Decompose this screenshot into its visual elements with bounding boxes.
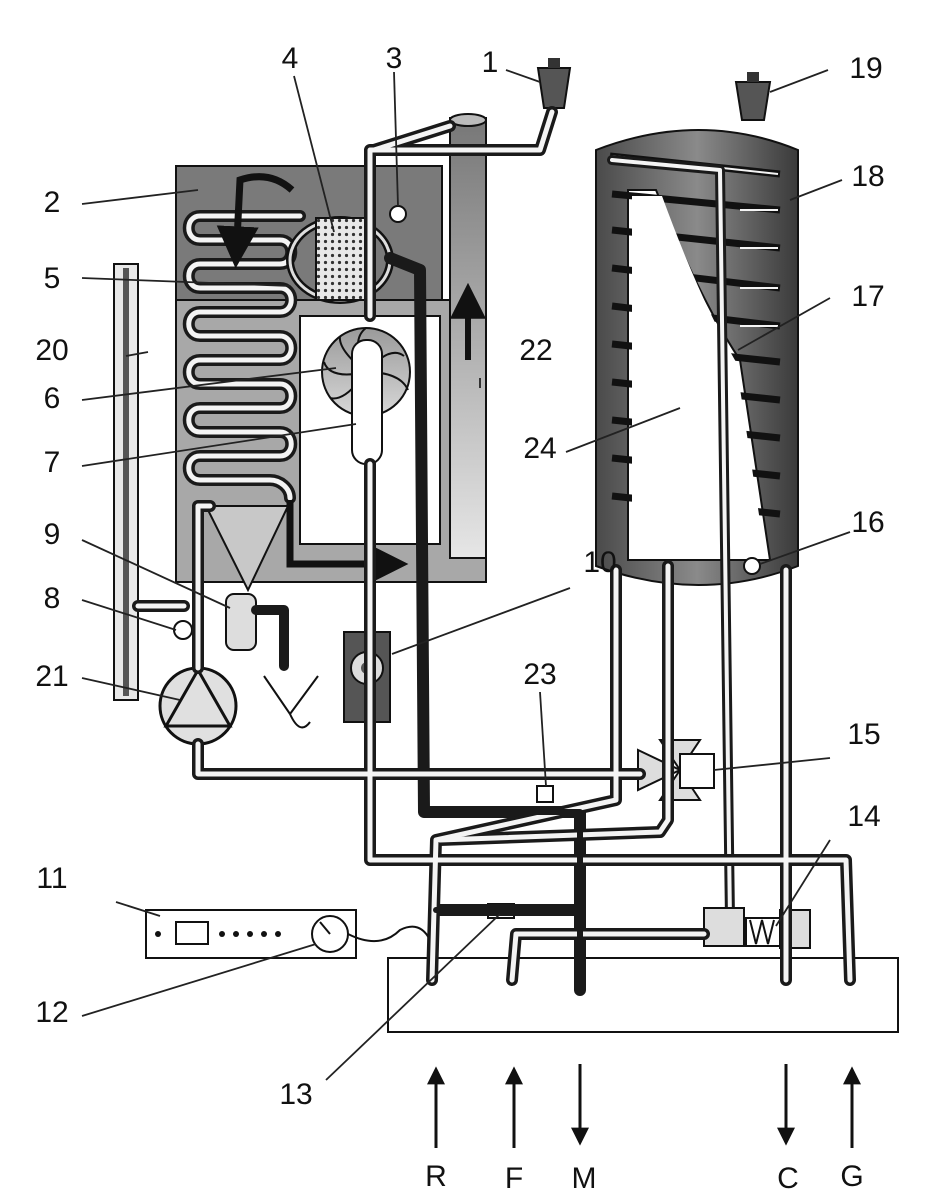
label-7: 7 — [44, 446, 61, 479]
label-12: 12 — [35, 996, 68, 1029]
label-5: 5 — [44, 262, 61, 295]
label-13: 13 — [279, 1078, 312, 1111]
connection-c: C — [777, 1162, 799, 1195]
circulation-pump — [158, 666, 238, 746]
serpentine-coil — [182, 210, 306, 504]
label-16: 16 — [851, 506, 884, 539]
label-10: 10 — [583, 546, 616, 579]
label-11: 11 — [36, 862, 67, 895]
label-22: 22 — [519, 334, 552, 367]
label-4: 4 — [282, 42, 299, 75]
label-2: 2 — [44, 186, 61, 219]
label-15: 15 — [847, 718, 880, 751]
connection-m: M — [572, 1162, 597, 1195]
base-plate — [387, 957, 899, 1033]
connection-g: G — [840, 1160, 863, 1193]
leader-lines — [81, 69, 851, 1081]
label-14: 14 — [847, 800, 880, 833]
connection-arrows: R F M C G — [425, 1064, 864, 1195]
label-6: 6 — [44, 382, 61, 415]
label-9: 9 — [44, 518, 61, 551]
connection-r: R — [425, 1160, 447, 1193]
expansion-vessel — [113, 263, 139, 701]
air-vent-top-left — [536, 58, 572, 109]
control-panel — [145, 909, 431, 959]
diverter-valve — [637, 739, 715, 801]
flue-tube — [449, 113, 487, 559]
label-8: 8 — [44, 582, 61, 615]
number-labels: 1 2 3 4 5 6 7 8 9 10 11 12 13 14 15 16 1… — [35, 42, 884, 1111]
label-19: 19 — [849, 52, 882, 85]
label-20: 20 — [35, 334, 68, 367]
connection-f: F — [505, 1162, 523, 1195]
air-vent-top-right — [734, 72, 772, 121]
flow-arrows — [216, 173, 409, 585]
label-17: 17 — [851, 280, 884, 313]
label-24: 24 — [523, 432, 556, 465]
label-18: 18 — [851, 160, 884, 193]
condensate-trap — [204, 505, 319, 729]
flow-switch — [703, 907, 811, 949]
label-1: 1 — [482, 46, 499, 79]
storage-tank — [595, 129, 799, 925]
label-21: 21 — [35, 660, 68, 693]
fan — [321, 327, 411, 465]
label-3: 3 — [386, 42, 403, 75]
label-23: 23 — [523, 658, 556, 691]
